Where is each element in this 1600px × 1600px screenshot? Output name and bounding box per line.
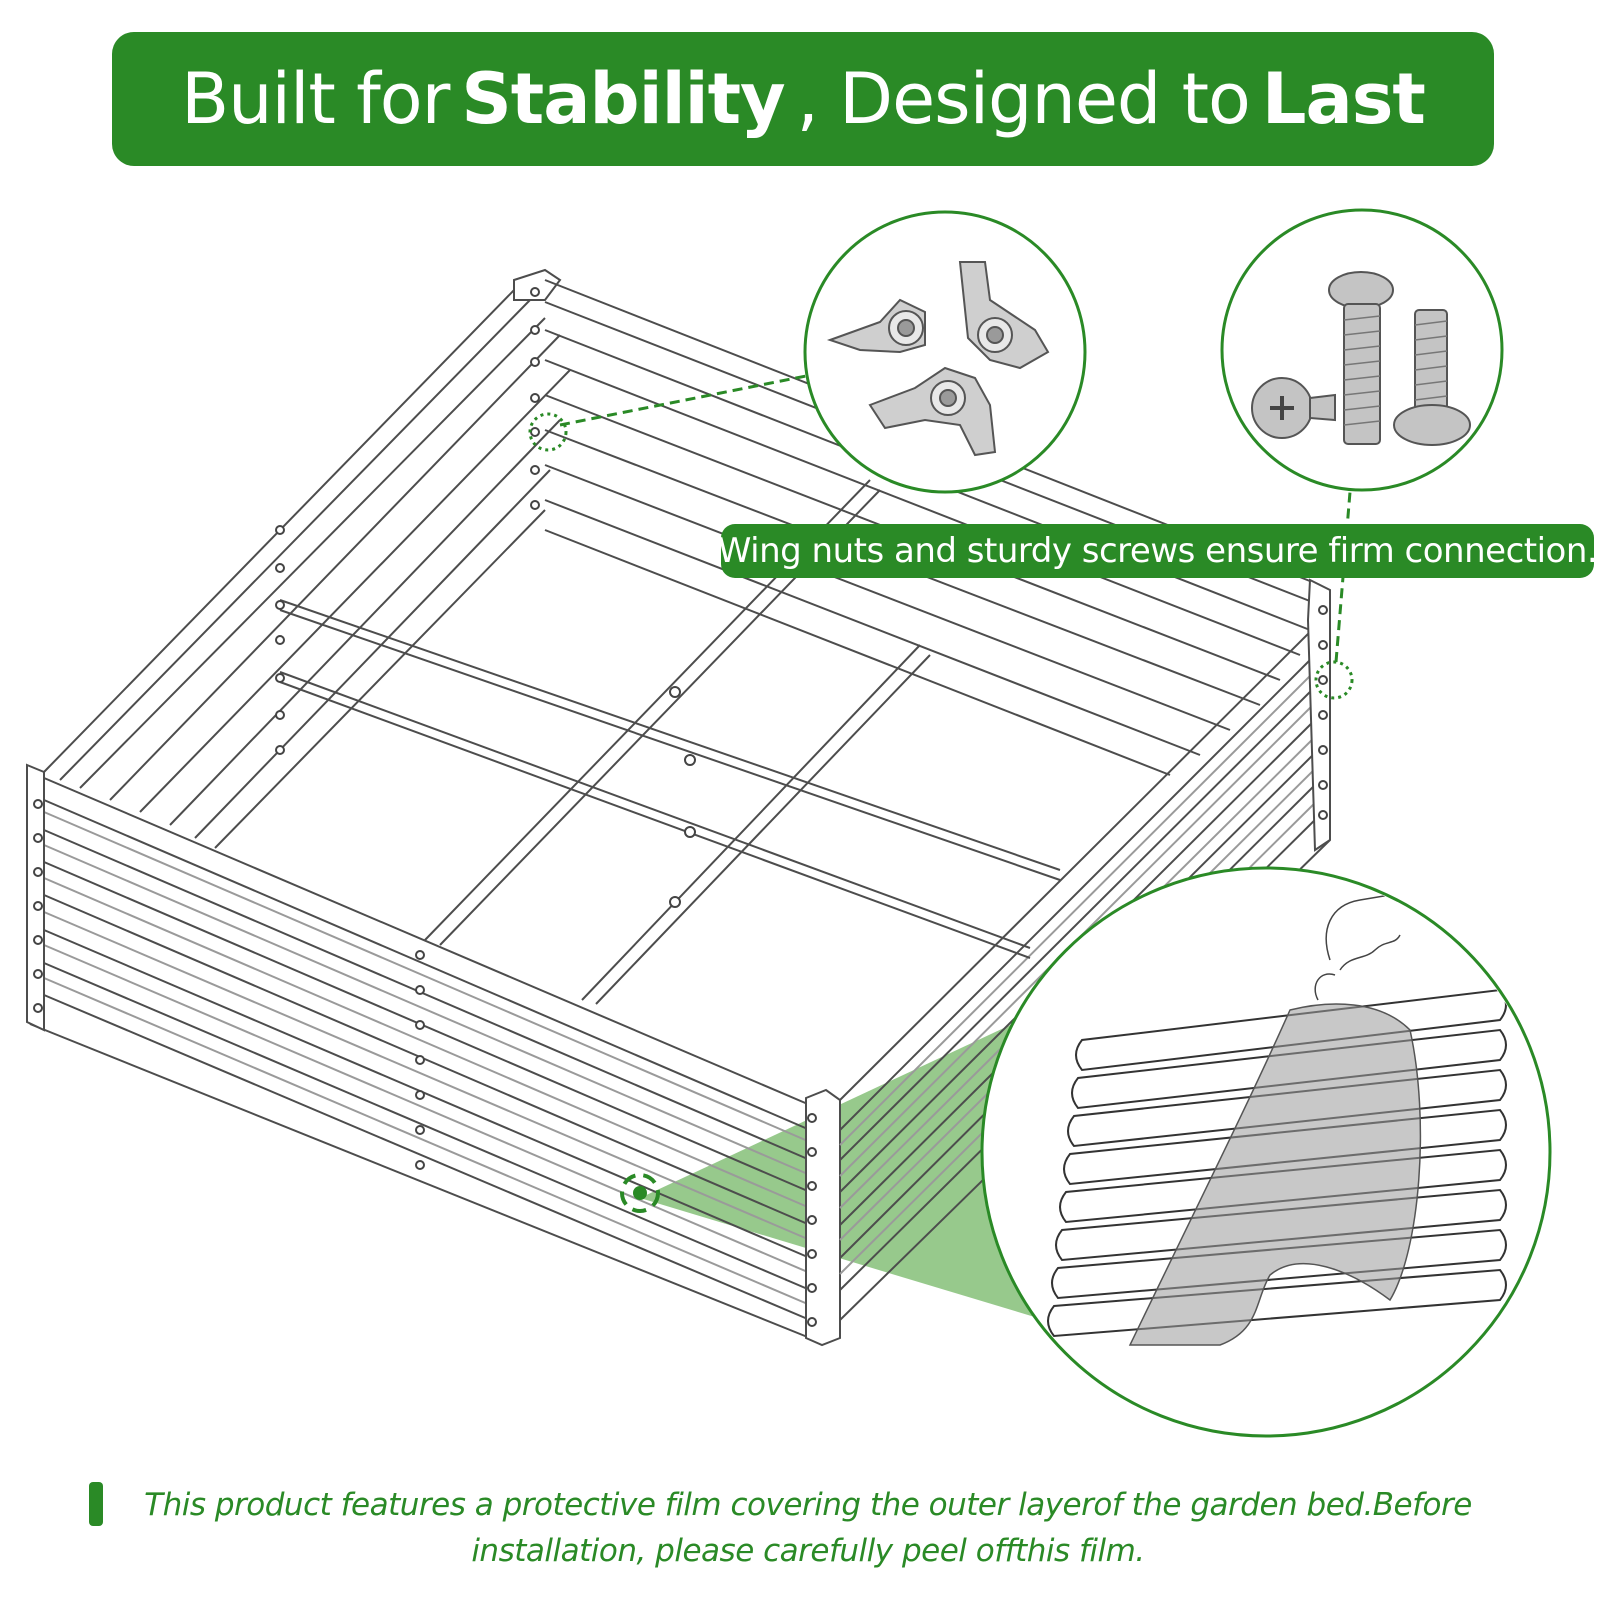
- peel-film-icon: [980, 866, 1552, 1438]
- bolts: [33, 287, 1328, 1327]
- title-part-1: Built for: [181, 58, 450, 140]
- note-line-2: installation, please carefully peel offt…: [471, 1533, 1145, 1569]
- connection-callout: Wing nuts and sturdy screws ensure firm …: [717, 524, 1598, 578]
- title-part-3: , Designed to: [796, 58, 1251, 140]
- back-left-wall: [43, 285, 571, 849]
- screws-icon: [1220, 208, 1504, 492]
- wing-nuts-icon: [803, 210, 1087, 494]
- title-part-2: Stability: [461, 58, 785, 140]
- title-part-4: Last: [1261, 58, 1426, 140]
- support-rods: [279, 479, 1061, 1005]
- note-line-1: This product features a protective film …: [144, 1487, 1472, 1523]
- callout-text: Wing nuts and sturdy screws ensure firm …: [717, 531, 1598, 571]
- front-wall: [29, 771, 811, 1339]
- note-accent-bar: [89, 1482, 103, 1526]
- title-banner: Built for Stability , Designed to Last: [112, 32, 1494, 166]
- protective-film-note: This product features a protective film …: [88, 1482, 1528, 1574]
